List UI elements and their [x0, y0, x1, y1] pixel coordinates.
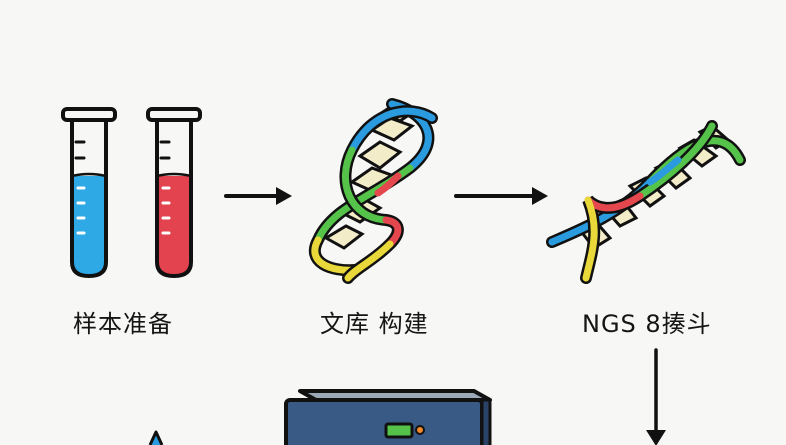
sequencer-machine-icon — [284, 389, 492, 445]
red-test-tube — [146, 107, 202, 279]
arrow-down-icon — [646, 348, 666, 445]
arrow-partial-icon — [148, 430, 164, 445]
dna-helix-icon — [308, 98, 438, 284]
step-label-sample-prep: 样本准备 — [73, 310, 173, 338]
step-label-ngs: NGS 8揍斗 — [582, 310, 712, 338]
test-tubes-icon — [61, 107, 202, 279]
step-label-library-build: 文库 构建 — [320, 310, 429, 338]
dna-helix-icon — [546, 120, 746, 284]
blue-test-tube — [61, 107, 117, 279]
arrow-right-icon — [224, 187, 292, 205]
arrow-right-icon — [454, 187, 548, 205]
